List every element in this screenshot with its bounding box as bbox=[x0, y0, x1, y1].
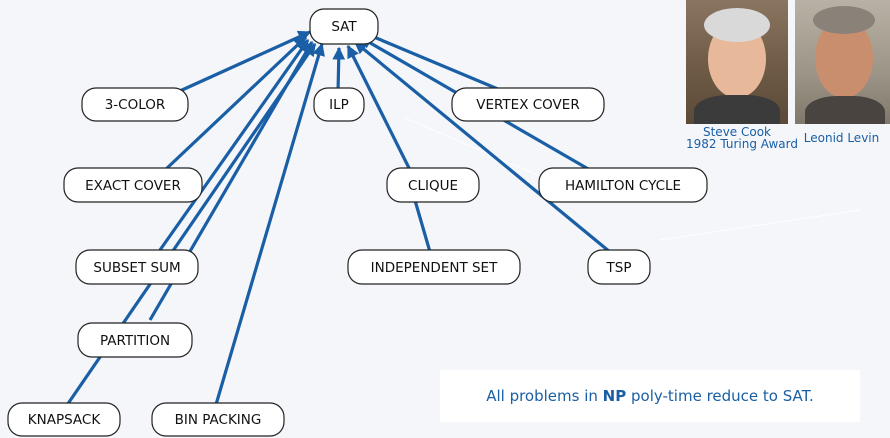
levin-caption: Leonid Levin bbox=[793, 132, 890, 144]
decorative-line bbox=[404, 117, 541, 177]
node-hamilton-cycle-label: HAMILTON CYCLE bbox=[565, 178, 681, 194]
edge-subset-sum-to-sat bbox=[158, 38, 310, 251]
edge-tsp-to-sat bbox=[353, 40, 612, 254]
node-independent-set: INDEPENDENT SET bbox=[347, 249, 521, 285]
node-clique: CLIQUE bbox=[386, 167, 480, 203]
edge-exact-cover-to-sat bbox=[163, 35, 308, 172]
note-prefix: All problems in bbox=[486, 387, 598, 405]
node-hamilton-cycle: HAMILTON CYCLE bbox=[538, 167, 708, 203]
node-bin-packing-label: BIN PACKING bbox=[175, 412, 262, 428]
node-tsp-label: TSP bbox=[606, 260, 632, 276]
node-knapsack-label: KNAPSACK bbox=[28, 412, 102, 428]
edge-3color-to-sat bbox=[159, 30, 312, 102]
node-sat: SAT bbox=[309, 8, 379, 45]
node-3-color-label: 3-COLOR bbox=[105, 97, 166, 113]
node-clique-label: CLIQUE bbox=[408, 178, 458, 194]
shoulders-shape bbox=[694, 95, 780, 124]
node-partition: PARTITION bbox=[77, 322, 193, 358]
hair-shape bbox=[704, 8, 770, 42]
cook-caption: Steve Cook 1982 Turing Award bbox=[686, 125, 799, 151]
steve-cook-photo bbox=[686, 0, 788, 124]
node-exact-cover: EXACT COVER bbox=[63, 167, 203, 203]
cook-award: 1982 Turing Award bbox=[686, 137, 799, 151]
note-suffix: poly-time reduce to SAT. bbox=[631, 387, 814, 405]
shoulders-shape bbox=[805, 96, 885, 124]
node-ilp-label: ILP bbox=[329, 97, 349, 113]
node-tsp: TSP bbox=[587, 249, 651, 285]
edge-ilp-to-sat bbox=[332, 46, 346, 93]
summary-note: All problems in NP poly-time reduce to S… bbox=[440, 370, 860, 422]
node-subset-sum-label: SUBSET SUM bbox=[93, 260, 180, 276]
node-vertex-cover: VERTEX COVER bbox=[451, 87, 605, 122]
edge-clique-to-sat bbox=[346, 44, 412, 171]
decorative-line bbox=[659, 209, 861, 241]
node-knapsack: KNAPSACK bbox=[7, 402, 121, 437]
levin-name: Leonid Levin bbox=[803, 131, 880, 145]
note-emphasis-np: NP bbox=[602, 387, 627, 405]
node-3-color: 3-COLOR bbox=[81, 87, 189, 122]
node-bin-packing: BIN PACKING bbox=[151, 402, 285, 437]
cook-name: Steve Cook bbox=[702, 125, 771, 139]
node-vertex-cover-label: VERTEX COVER bbox=[476, 97, 579, 113]
hair-shape bbox=[813, 6, 875, 34]
node-ilp: ILP bbox=[313, 87, 365, 122]
node-independent-set-label: INDEPENDENT SET bbox=[371, 260, 498, 276]
edge-vertex-cover-to-sat bbox=[360, 30, 506, 94]
node-sat-label: SAT bbox=[331, 19, 357, 35]
edge-bin-packing-to-sat bbox=[213, 42, 325, 409]
leonid-levin-photo bbox=[795, 0, 890, 124]
node-partition-label: PARTITION bbox=[100, 333, 170, 349]
node-subset-sum: SUBSET SUM bbox=[75, 249, 199, 285]
node-exact-cover-label: EXACT COVER bbox=[85, 178, 181, 194]
